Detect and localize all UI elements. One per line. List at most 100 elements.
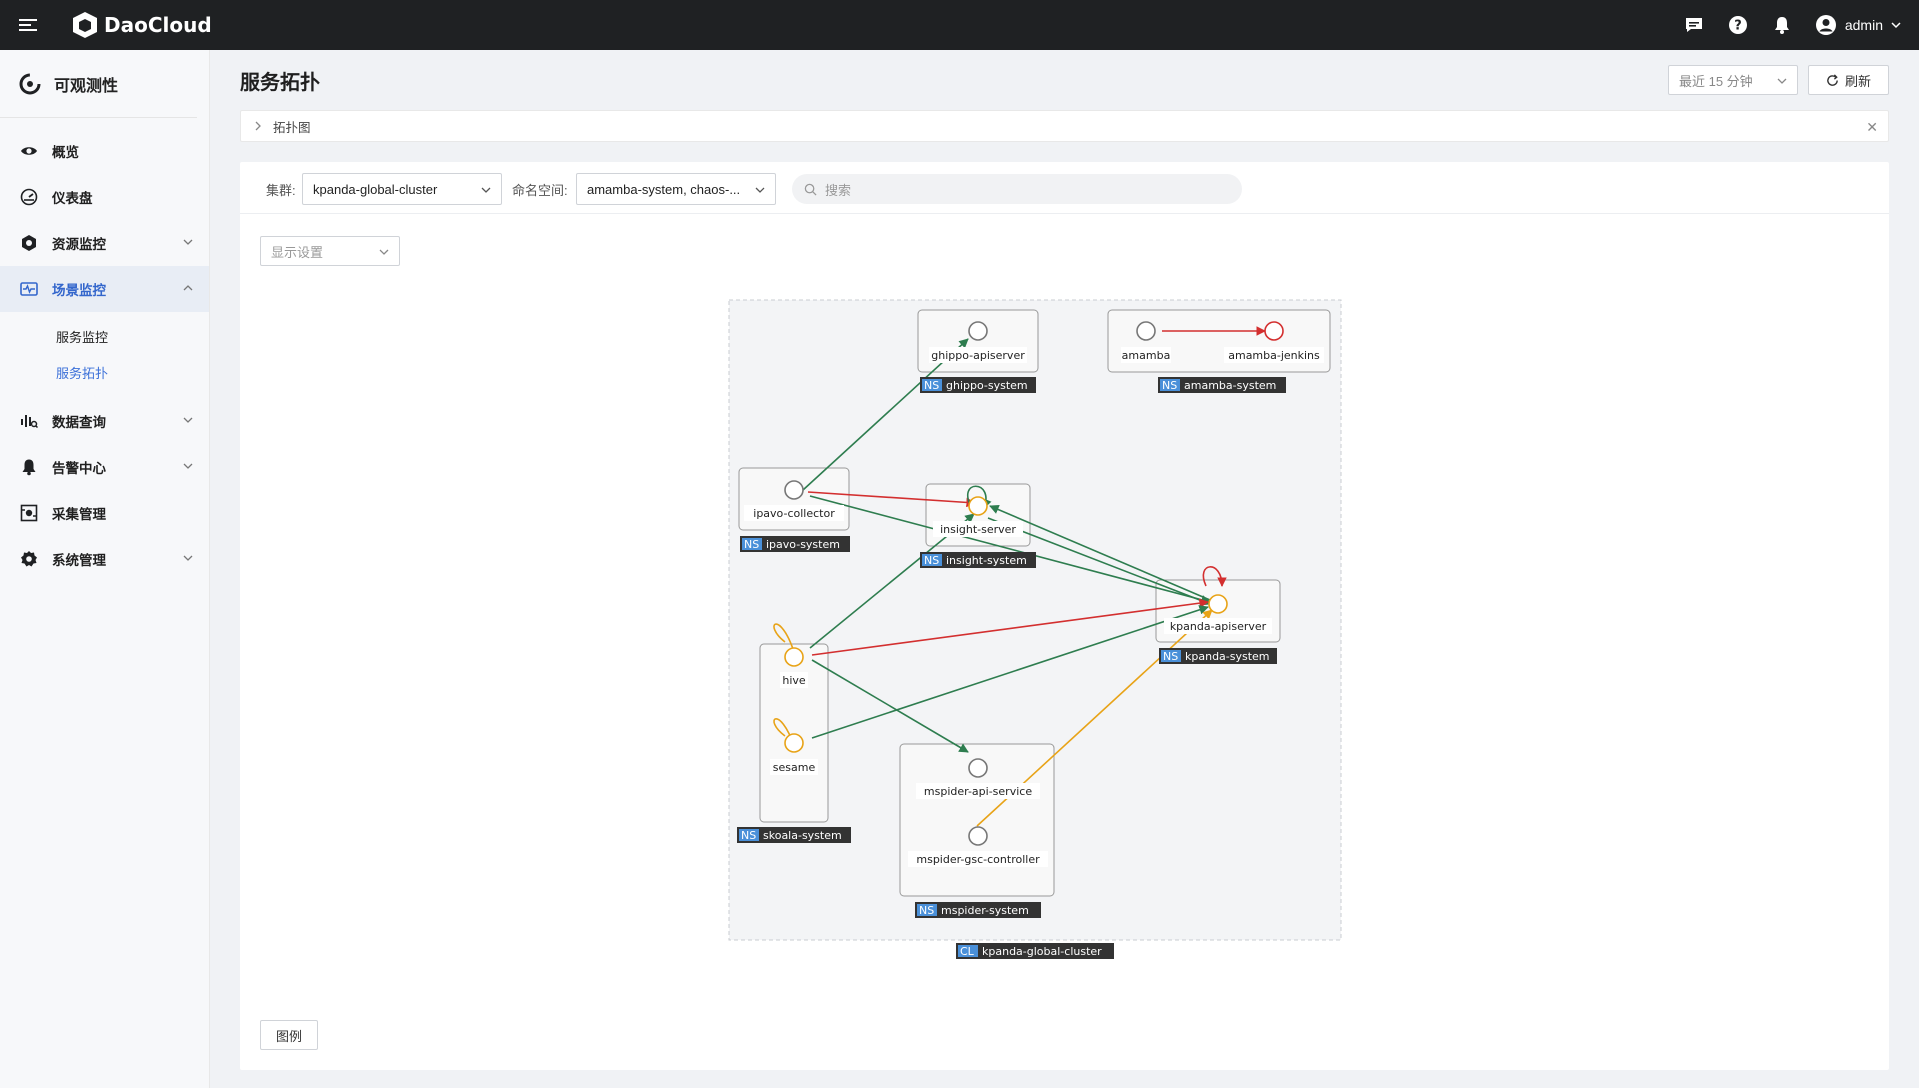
- bell-icon: [22, 459, 36, 476]
- insight-logo-icon: [19, 73, 41, 94]
- sidebar-item-scenario-monitoring[interactable]: 场景监控: [0, 266, 209, 312]
- chevron-down-icon: [183, 463, 193, 469]
- cluster-select[interactable]: kpanda-global-cluster: [302, 173, 502, 205]
- ns-tag-icon: NS: [919, 904, 934, 917]
- chevron-down-icon: [183, 555, 193, 561]
- namespace-label: amamba-system: [1184, 379, 1276, 392]
- sidebar-item-alert-center[interactable]: 告警中心: [0, 444, 209, 490]
- sidebar-item-system-management[interactable]: 系统管理: [0, 536, 209, 582]
- ns-tag-icon: NS: [924, 554, 939, 567]
- cluster-label: 集群:: [266, 183, 296, 198]
- sidebar-item-data-query[interactable]: 数据查询: [0, 398, 209, 444]
- topology-collapse-bar[interactable]: 拓扑图 ✕: [240, 110, 1889, 142]
- resource-icon: [22, 235, 36, 251]
- edge-sesame-kpanda: [811, 605, 1209, 739]
- search-input[interactable]: 搜索: [792, 174, 1242, 204]
- ns-box-skoala: [759, 643, 829, 823]
- node-kpanda-apiserver[interactable]: [1208, 594, 1228, 614]
- sidebar-item-collection-management[interactable]: 采集管理: [0, 490, 209, 536]
- topology-panel: 集群: kpanda-global-cluster 命名空间: amamba-s…: [240, 162, 1889, 1070]
- chevron-down-icon: [183, 417, 193, 423]
- edge-insight-self: [966, 485, 992, 509]
- sidebar-title[interactable]: 可观测性: [0, 50, 197, 118]
- svg-text:?: ?: [1734, 19, 1742, 34]
- chevron-down-icon: [183, 239, 193, 245]
- display-settings-select[interactable]: 显示设置: [260, 236, 400, 266]
- sidebar-item-resource-monitoring[interactable]: 资源监控: [0, 220, 209, 266]
- brand-logo[interactable]: DaoCloud: [72, 11, 212, 39]
- monitor-pulse-icon: [20, 282, 38, 296]
- daocloud-logo-icon: [73, 12, 97, 38]
- ns-tag-icon: NS: [924, 379, 939, 392]
- chevron-right-icon: [255, 121, 261, 131]
- node-ghippo-apiserver[interactable]: [968, 321, 988, 341]
- node-label: amamba: [1122, 349, 1171, 362]
- ns-tag-icon: NS: [1162, 379, 1177, 392]
- node-mspider-api-service[interactable]: [968, 758, 988, 778]
- username: admin: [1844, 17, 1883, 33]
- chevron-down-icon: [481, 187, 491, 193]
- ns-tag-icon: NS: [1163, 650, 1178, 663]
- avatar-icon: [1815, 15, 1836, 35]
- brand-name: DaoCloud: [104, 13, 212, 37]
- gear-icon: [21, 551, 37, 567]
- refresh-button[interactable]: 刷新: [1808, 65, 1889, 95]
- close-icon[interactable]: ✕: [1866, 119, 1878, 135]
- time-range-select[interactable]: 最近 15 分钟: [1668, 65, 1798, 95]
- node-label: ipavo-collector: [753, 507, 835, 520]
- sidebar: 可观测性 概览 仪表盘 资源监控 场景监控 服务监控 服务拓扑 数据查询 告警中…: [0, 50, 210, 1088]
- chevron-down-icon: [1777, 78, 1787, 84]
- chevron-down-icon: [755, 187, 765, 193]
- edge-kpanda-self: [1202, 566, 1227, 587]
- node-amamba[interactable]: [1136, 321, 1156, 341]
- edge-hive-mspider: [811, 659, 969, 753]
- filter-row: 集群: kpanda-global-cluster 命名空间: amamba-s…: [240, 162, 1889, 214]
- node-insight-server[interactable]: [968, 496, 988, 516]
- topology-edges: [773, 326, 1266, 827]
- edge-ipavo-ghippo: [802, 338, 969, 491]
- help-icon[interactable]: ?: [1727, 14, 1749, 36]
- message-icon[interactable]: [1683, 14, 1705, 36]
- node-label: mspider-gsc-controller: [916, 853, 1040, 866]
- edge-kpanda-insight: [989, 504, 1211, 601]
- namespace-label: mspider-system: [941, 904, 1029, 917]
- chevron-up-icon: [183, 285, 193, 291]
- chevron-down-icon: [1891, 22, 1901, 29]
- sidebar-item-service-topology[interactable]: 服务拓扑: [56, 365, 109, 381]
- bell-icon[interactable]: [1771, 14, 1793, 36]
- namespace-label: kpanda-system: [1185, 650, 1270, 663]
- edge-ipavo-kpanda: [809, 495, 1211, 605]
- node-amamba-jenkins[interactable]: [1264, 321, 1284, 341]
- namespace-label: 命名空间:: [512, 183, 568, 198]
- node-sesame[interactable]: [784, 733, 804, 753]
- node-ipavo-collector[interactable]: [784, 480, 804, 500]
- node-label: hive: [782, 674, 806, 687]
- collection-icon: [20, 504, 38, 522]
- node-label: mspider-api-service: [924, 785, 1032, 798]
- node-label: insight-server: [940, 523, 1016, 536]
- sidebar-item-overview[interactable]: 概览: [0, 128, 209, 174]
- chevron-down-icon: [379, 249, 389, 255]
- sidebar-item-dashboard[interactable]: 仪表盘: [0, 174, 209, 220]
- namespace-select[interactable]: amamba-system, chaos-...: [576, 173, 776, 205]
- node-label: amamba-jenkins: [1228, 349, 1320, 362]
- node-mspider-gsc-controller[interactable]: [968, 826, 988, 846]
- legend-button[interactable]: 图例: [260, 1020, 318, 1050]
- topology-graph[interactable]: ghippo-apiserver amamba amamba-jenkins i…: [250, 224, 1879, 1060]
- ns-tag-icon: NS: [744, 538, 759, 551]
- edge-ipavo-insight: [807, 491, 976, 508]
- menu-icon[interactable]: [18, 15, 38, 35]
- search-icon: [804, 183, 817, 196]
- node-label: ghippo-apiserver: [931, 349, 1025, 362]
- sidebar-item-service-monitoring[interactable]: 服务监控: [56, 329, 109, 345]
- top-bar: DaoCloud ? admin: [0, 0, 1919, 50]
- node-hive[interactable]: [784, 647, 804, 667]
- namespace-label: ghippo-system: [946, 379, 1028, 392]
- edge-insight-kpanda: [987, 517, 1211, 606]
- waveform-icon: [21, 415, 38, 429]
- cluster-tag-icon: CL: [960, 945, 975, 958]
- user-menu[interactable]: admin: [1815, 14, 1901, 36]
- page-title: 服务拓扑: [240, 72, 320, 94]
- node-label: kpanda-apiserver: [1170, 620, 1267, 633]
- topology-canvas[interactable]: 显示设置: [250, 224, 1879, 1060]
